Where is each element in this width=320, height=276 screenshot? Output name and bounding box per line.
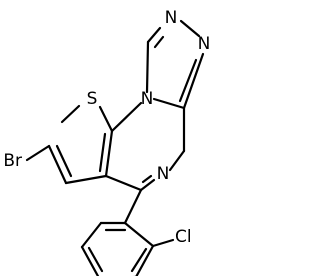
bond-c2-c3 — [47, 144, 68, 185]
bond-phenyl-5-6 — [80, 221, 103, 249]
atom-n-diazepine: N — [157, 164, 170, 184]
bond-n1-ch — [145, 40, 150, 94]
chlorophenyl-ring — [80, 188, 175, 276]
bond-phenyl-2-3 — [135, 244, 155, 276]
bond-phenyl-1-2 — [123, 221, 155, 248]
bond-c4-phenyl — [123, 188, 143, 225]
diazepine-ring — [104, 101, 186, 192]
atom-br: Br — [3, 151, 22, 171]
atom-cl: Cl — [175, 227, 192, 247]
bond-c2-br — [25, 144, 51, 162]
bond-c9a-n1 — [110, 101, 143, 133]
bond-s-c2 — [60, 104, 81, 124]
bond-ch-n-top — [146, 26, 162, 44]
bond-c2-c3-inner — [55, 144, 73, 178]
thiophene-ring — [25, 104, 114, 185]
bond-phenyl-inner-b — [130, 247, 148, 273]
bond-phenyl-4-5 — [80, 245, 100, 276]
triazole-ring — [145, 19, 205, 110]
bond-n5-c6 — [168, 149, 186, 172]
bond-c3a-c4 — [104, 174, 143, 192]
bond-c4-n5 — [139, 178, 156, 192]
bond-c4-n5-inner — [141, 174, 153, 184]
bond-c3a-c9a-inner — [98, 132, 107, 173]
bond-n-right-c6a — [182, 52, 205, 110]
bond-n-top-n-right — [179, 19, 201, 38]
atom-s: S — [87, 89, 98, 109]
atom-n-bridge: N — [141, 89, 154, 109]
bond-n-right-c6a-inner — [178, 58, 198, 103]
bond-ch-n-top-inner — [153, 35, 165, 49]
bond-c9a-s — [98, 105, 114, 133]
atom-n-top: N — [165, 8, 178, 28]
molecule-structure: Br S N N N N Cl — [3, 8, 211, 276]
bond-phenyl-cl — [151, 238, 175, 248]
bond-phenyl-inner-c — [87, 246, 104, 273]
bond-c3a-c9a — [104, 129, 114, 178]
atom-n-right: N — [198, 34, 211, 54]
bond-c3-c3a — [64, 174, 108, 185]
bond-n1-c6a — [152, 97, 186, 110]
